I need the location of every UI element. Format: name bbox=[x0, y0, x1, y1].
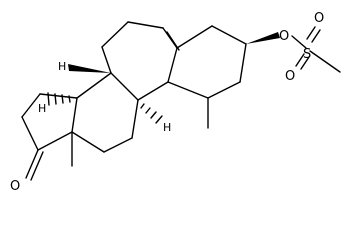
ring-d bbox=[21, 93, 78, 151]
ester-oxygen-label: O bbox=[279, 29, 289, 44]
mesylate-group bbox=[291, 26, 341, 73]
ring-a bbox=[167, 25, 247, 99]
ketone-group bbox=[25, 149, 44, 181]
methyl-bonds bbox=[71, 97, 209, 167]
hash-bond-c9 bbox=[140, 103, 163, 124]
ring-c bbox=[71, 72, 139, 153]
sulfur-label: S bbox=[303, 47, 311, 62]
wedge-bond-c3-o bbox=[246, 32, 280, 44]
hash-bond-c14 bbox=[47, 92, 71, 106]
hydrogen-c9-label: H bbox=[163, 121, 171, 134]
stereo-bonds bbox=[47, 64, 163, 124]
ring-b bbox=[101, 21, 180, 101]
ketone-oxygen-label: O bbox=[10, 179, 20, 194]
sulfonyl-oxygen-bottom-label: O bbox=[285, 69, 295, 84]
hydrogen-c8-label: H bbox=[58, 60, 66, 73]
sulfonyl-oxygen-top-label: O bbox=[314, 11, 324, 26]
hydrogen-c14-label: H bbox=[38, 102, 46, 115]
structure-diagram: O O S O O H H H bbox=[10, 11, 341, 194]
